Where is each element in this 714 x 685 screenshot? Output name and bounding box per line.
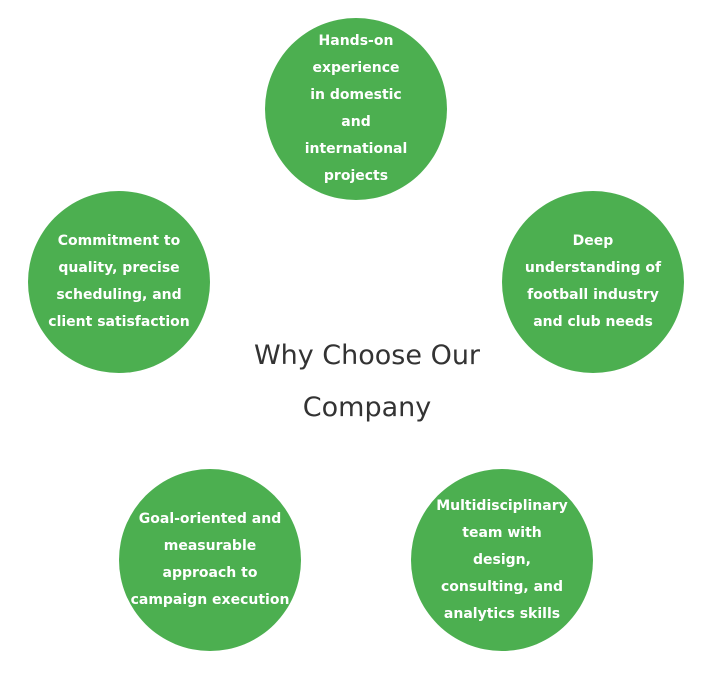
feature-circle-experience: Hands-on experience in domestic and inte… (265, 18, 447, 200)
feature-text: Commitment to quality, precise schedulin… (48, 233, 190, 330)
feature-text: Multidisciplinary team with design, cons… (436, 497, 568, 622)
page-title: Why Choose Our Company (253, 340, 481, 423)
feature-circle-industry: Deep understanding of football industry … (502, 191, 684, 373)
feature-text: Deep understanding of football industry … (524, 233, 662, 330)
feature-circle-quality: Commitment to quality, precise schedulin… (28, 191, 210, 373)
feature-circle-team: Multidisciplinary team with design, cons… (411, 469, 593, 651)
feature-circle-approach: Goal-oriented and measurable approach to… (119, 469, 301, 651)
feature-text: Goal-oriented and measurable approach to… (130, 511, 290, 608)
feature-text: Hands-on experience in domestic and inte… (304, 33, 408, 184)
